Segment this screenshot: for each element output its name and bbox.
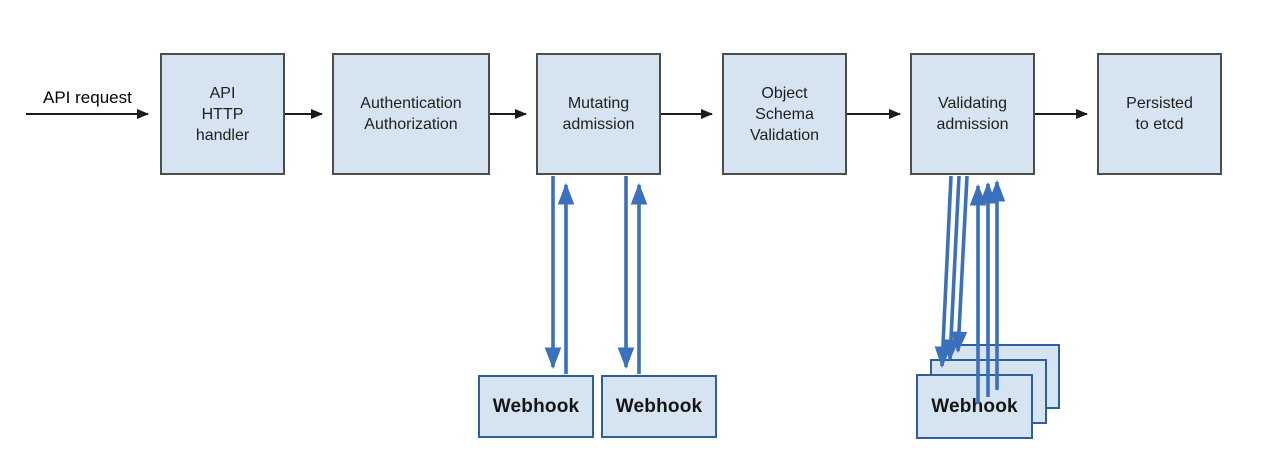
node-label: Persisted to etcd <box>1126 95 1193 133</box>
api-request-label: API request <box>43 88 132 107</box>
webhook-label: Webhook <box>615 395 703 417</box>
mutating-webhook-box-1: Webhook <box>478 375 594 438</box>
node-validating-admission: Validating admission <box>910 53 1035 175</box>
node-object-schema-validation: Object Schema Validation <box>722 53 847 175</box>
validating-webhook-call-arrow-3 <box>950 175 969 354</box>
node-authentication-authorization: Authentication Authorization <box>332 53 490 175</box>
mutating-webhook-box-2: Webhook <box>601 375 717 438</box>
webhook-label: Webhook <box>931 395 1018 417</box>
validating-webhook-call-arrow-2 <box>942 175 961 362</box>
node-label: Mutating admission <box>562 95 635 133</box>
node-label: API HTTP handler <box>195 84 250 144</box>
node-label: Authentication Authorization <box>360 95 462 133</box>
webhook-label: Webhook <box>492 395 580 417</box>
node-label: Object Schema Validation <box>749 84 820 144</box>
validating-webhook-box-front: Webhook <box>916 374 1033 439</box>
node-persisted-to-etcd: Persisted to etcd <box>1097 53 1222 175</box>
node-mutating-admission: Mutating admission <box>536 53 661 175</box>
validating-webhook-call-arrow-1 <box>934 175 953 369</box>
node-label: Validating admission <box>936 95 1009 133</box>
node-api-http-handler: API HTTP handler <box>160 53 285 175</box>
